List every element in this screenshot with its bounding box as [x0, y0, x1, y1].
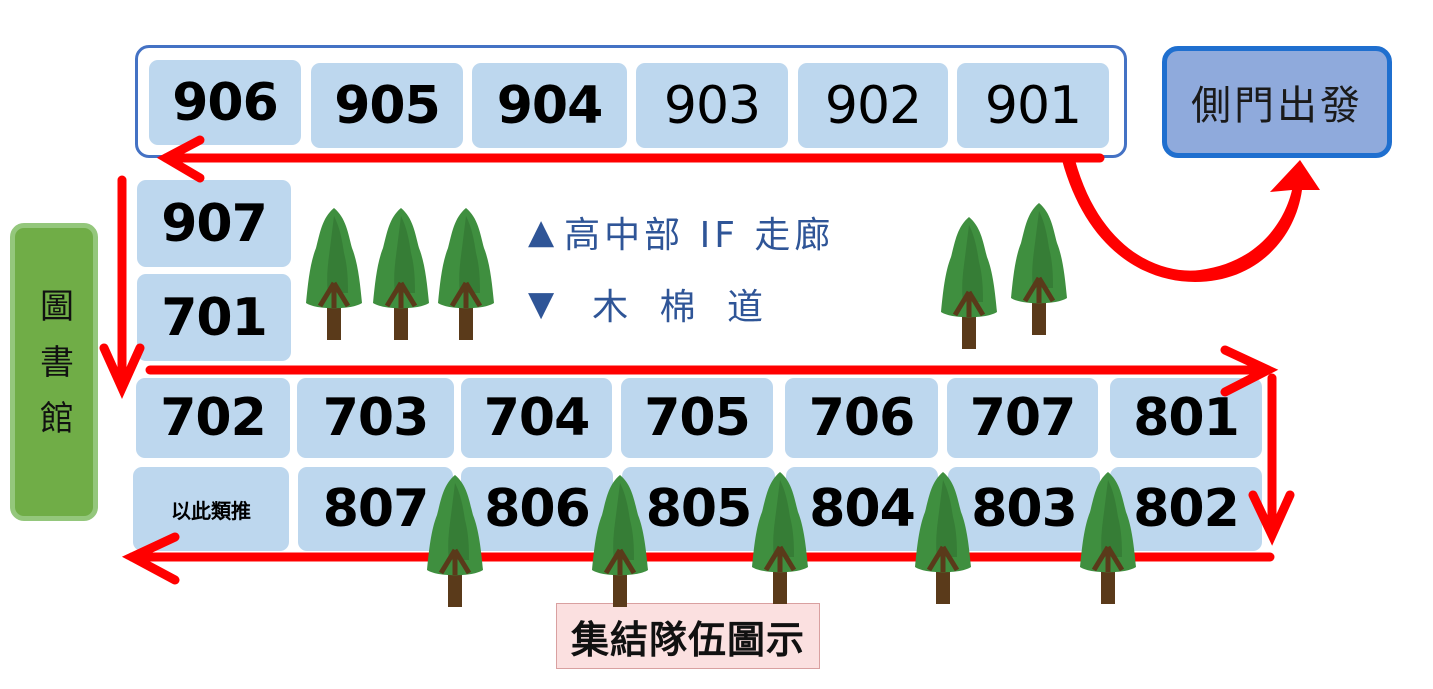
room-801: 801 [1110, 378, 1262, 458]
room-804: 804 [786, 467, 938, 551]
room-902: 902 [798, 63, 948, 148]
room-905: 905 [311, 63, 463, 148]
down-triangle-icon: ▼ [528, 284, 559, 324]
room-703: 703 [297, 378, 454, 458]
room-702: 702 [136, 378, 290, 458]
room-903: 903 [636, 63, 788, 148]
legend-lower-label: 木 棉 道 [592, 287, 774, 328]
room-906: 906 [149, 60, 301, 145]
room-904: 904 [472, 63, 627, 148]
room-705: 705 [621, 378, 773, 458]
room-803: 803 [948, 467, 1100, 551]
legend-lower-path: ▼ 木 棉 道 [528, 278, 773, 330]
room-704: 704 [461, 378, 612, 458]
tree-icon [1011, 203, 1067, 335]
legend-upper-corridor: ▲ 高中部 IF 走廊 [528, 206, 834, 258]
room-701: 701 [137, 274, 291, 361]
side-door-start: 側門出發 [1162, 46, 1392, 158]
room-802: 802 [1110, 467, 1262, 551]
etc-label: 以此類推 [133, 467, 289, 551]
tree-icon [941, 217, 997, 349]
side-door-curve-arrow [1062, 160, 1320, 282]
library: 圖書館 [10, 223, 98, 521]
room-907: 907 [137, 180, 291, 267]
caption: 集結隊伍圖示 [556, 603, 820, 669]
legend-upper-label: 高中部 IF 走廊 [564, 215, 835, 256]
room-706: 706 [785, 378, 938, 458]
room-807: 807 [298, 467, 453, 551]
room-805: 805 [622, 467, 775, 551]
room-707: 707 [947, 378, 1098, 458]
tree-icon [306, 208, 362, 340]
tree-icon [373, 208, 429, 340]
tree-icon [438, 208, 494, 340]
room-806: 806 [461, 467, 613, 551]
up-triangle-icon: ▲ [528, 212, 559, 252]
room-901: 901 [957, 63, 1109, 148]
